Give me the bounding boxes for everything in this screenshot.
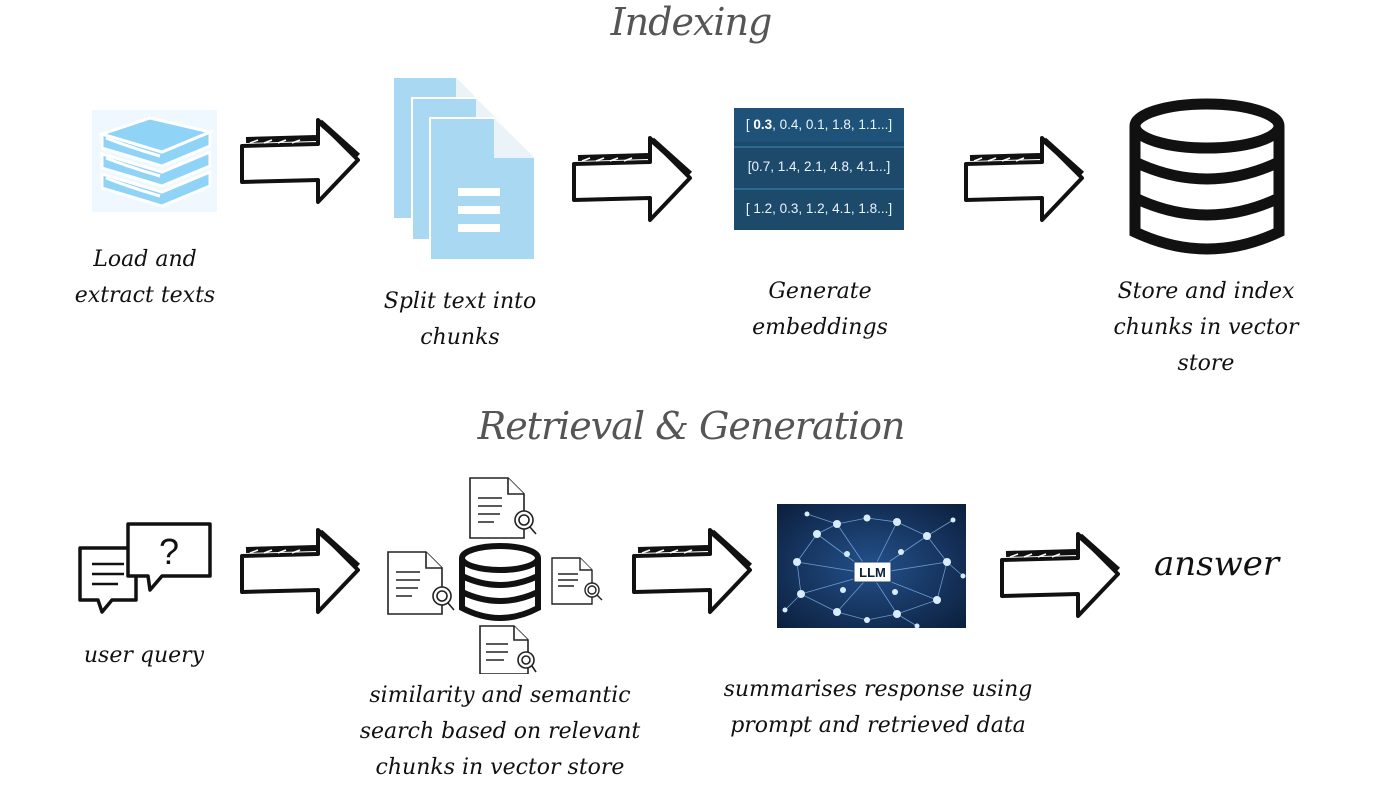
- caption-line: chunks in vector: [1113, 315, 1299, 340]
- caption-line: search based on relevant: [359, 719, 641, 744]
- step-caption: Split text into chunks: [350, 284, 570, 356]
- embedding-highlight-value: 0.3: [753, 117, 773, 132]
- step-caption: user query: [54, 638, 234, 674]
- caption-line: embeddings: [752, 315, 888, 340]
- caption-line: user query: [83, 643, 205, 668]
- database-icon: [1129, 98, 1285, 255]
- embedding-values: , 0.4, 0.1, 1.8, 1.1...]: [772, 117, 893, 132]
- caption-line: extract texts: [74, 283, 216, 308]
- caption-line: Generate: [768, 279, 872, 304]
- arrow-icon: [572, 136, 693, 222]
- caption-line: Load and: [93, 247, 197, 272]
- step-caption: Load and extract texts: [40, 242, 250, 314]
- caption-line: summarises response using: [723, 677, 1033, 702]
- documents-icon: [394, 78, 536, 261]
- caption-line: Split text into: [383, 289, 537, 314]
- caption-line: chunks in vector store: [375, 755, 625, 780]
- svg-text:?: ?: [159, 531, 179, 572]
- caption-line: prompt and retrieved data: [730, 713, 1026, 738]
- llm-label: LLM: [859, 565, 886, 580]
- answer-label: answer: [1154, 544, 1280, 584]
- arrow-icon: [632, 528, 753, 614]
- document-icon: [469, 477, 537, 539]
- arrow-icon: [1000, 532, 1121, 618]
- step-caption: summarises response using prompt and ret…: [718, 672, 1038, 744]
- llm-network-icon: LLM: [777, 504, 966, 628]
- books-icon: [92, 110, 217, 212]
- embedding-vector: [ 1.2, 0.3, 1.2, 4.1, 1.8...]: [745, 201, 893, 216]
- step-caption: Store and index chunks in vector store: [1096, 274, 1316, 382]
- embedding-open-bracket: [: [745, 117, 754, 132]
- embedding-matrix-icon: [ 0.3, 0.4, 0.1, 1.8, 1.1...] [0.7, 1.4,…: [734, 108, 904, 230]
- embedding-vector: [0.7, 1.4, 2.1, 4.8, 4.1...]: [747, 159, 891, 174]
- embedding-vector: [ 0.3, 0.4, 0.1, 1.8, 1.1...]: [734, 108, 904, 142]
- arrow-icon: [240, 528, 361, 614]
- indexing-heading: Indexing: [610, 0, 773, 44]
- chat-question-icon: ?: [78, 522, 212, 614]
- caption-line: Store and index: [1117, 279, 1295, 304]
- caption-line: store: [1177, 351, 1235, 376]
- retrieval-generation-heading: Retrieval & Generation: [477, 404, 906, 448]
- caption-line: similarity and semantic: [369, 683, 631, 708]
- database-search-icon: [387, 477, 603, 674]
- arrow-icon: [240, 118, 361, 204]
- step-caption: Generate embeddings: [710, 274, 930, 346]
- caption-line: chunks: [420, 325, 500, 350]
- step-caption: similarity and semantic search based on …: [352, 678, 648, 786]
- arrow-icon: [964, 136, 1085, 222]
